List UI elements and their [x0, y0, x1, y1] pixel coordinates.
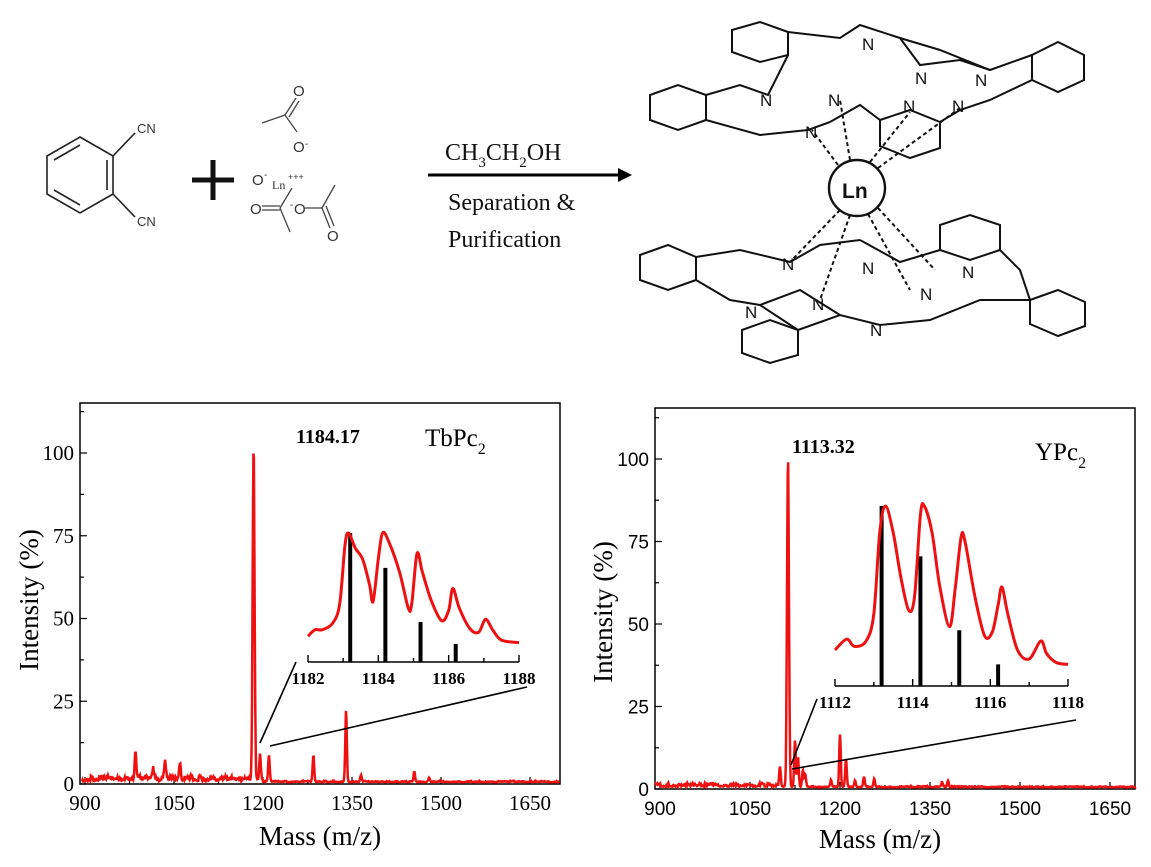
x-tick-label: 1200: [242, 791, 284, 815]
reaction-scheme: [46, 97, 632, 233]
zoom-callout-line: [259, 661, 297, 744]
spectrum-line: [654, 462, 1137, 791]
nitrogen-label: N: [812, 295, 824, 314]
metal-label: Ln: [842, 180, 868, 203]
solvent-label: CH3CH2OH: [445, 140, 561, 171]
nitrogen-label: N: [962, 263, 974, 282]
nitrogen-label: N: [862, 35, 874, 54]
y-tick-label: 50: [53, 607, 74, 631]
y-tick-label: 75: [628, 533, 649, 554]
oxygen-label: O: [293, 139, 305, 156]
nitrogen-label: N: [862, 259, 874, 278]
axis-ticks: [80, 411, 531, 785]
nitrogen-label: N: [952, 97, 964, 116]
nitrogen-label: N: [915, 69, 927, 88]
charge-label: +++: [288, 172, 304, 182]
nitrogen-label: N: [745, 303, 757, 322]
inset-tick-label: 1116: [974, 693, 1006, 712]
peak-label: 1184.17: [296, 426, 360, 448]
phthalonitrile-structure: [46, 132, 136, 218]
zoom-callout-line: [791, 719, 1077, 770]
zoom-callout-line: [790, 698, 818, 766]
x-axis-title: Mass (m/z): [259, 821, 381, 851]
y-tick-label: 0: [64, 772, 75, 796]
minus-label: -: [290, 200, 293, 211]
x-tick-label: 900: [644, 799, 676, 820]
tbpc2-mass-spectrum: 900 1050 1200 1350 1500 1650 0 25 50 75 100 1184.…: [14, 402, 561, 851]
x-tick-label: 1350: [331, 791, 373, 815]
upper-pc-ring: [649, 20, 1085, 160]
experimental-isotope-curve: [833, 502, 1069, 666]
x-tick-label: 1650: [1089, 799, 1131, 820]
coordination-bonds: [789, 99, 961, 301]
minus-label: -: [264, 170, 267, 181]
cn-label: CN: [137, 121, 156, 136]
x-tick-label: 1500: [999, 799, 1041, 820]
inset-tick-label: 1112: [819, 693, 851, 712]
peak-label: 1113.32: [792, 436, 855, 458]
zoom-callout-line: [269, 686, 528, 747]
nitrogen-label: N: [805, 123, 817, 142]
x-tick-label: 1500: [420, 791, 462, 815]
separation-label: Separation &: [448, 190, 576, 216]
minus-label: -: [305, 139, 308, 150]
x-tick-label: 1200: [819, 799, 861, 820]
cn-label: CN: [137, 214, 156, 229]
compound-label: TbPc2: [425, 425, 486, 458]
plot-frame: [654, 407, 1136, 790]
inset-tick-label: 1182: [291, 669, 324, 688]
x-tick-label: 900: [69, 791, 101, 815]
reaction-arrow-head: [618, 168, 632, 182]
purification-label: Purification: [448, 227, 561, 253]
inset-tick-label: 1114: [897, 693, 930, 712]
oxygen-label: O: [293, 83, 305, 100]
x-tick-label: 1350: [909, 799, 951, 820]
x-tick-labels: 900 1050 1200 1350 1500 1650: [644, 799, 1131, 820]
y-tick-label: 25: [53, 689, 74, 713]
y-axis-title: Intensity (%): [14, 529, 44, 671]
nitrogen-label: N: [975, 71, 987, 90]
inset-tick-label: 1188: [502, 669, 535, 688]
inset-tick-label: 1118: [1052, 693, 1084, 712]
y-tick-label: 100: [617, 450, 649, 471]
lower-pc-ring: [639, 213, 1086, 365]
double-decker-phthalocyanine: [639, 20, 1086, 365]
inset-tick-label: 1186: [432, 669, 465, 688]
isotope-inset: 1112 1114 1116 1118: [819, 502, 1084, 712]
plot-frame: [79, 402, 561, 785]
ypc2-mass-spectrum: 900 1050 1200 1350 1500 1650 0 25 50 75 100 1113.…: [588, 407, 1137, 854]
y-axis-title: Intensity (%): [588, 541, 618, 683]
nitrogen-label: N: [782, 255, 794, 274]
ln-label: Ln: [272, 178, 285, 192]
x-tick-label: 1050: [153, 791, 195, 815]
oxygen-label: O: [250, 201, 262, 218]
spectrum-line: [80, 453, 560, 785]
y-tick-labels: 0 25 50 75 100: [617, 450, 649, 801]
x-tick-label: 1050: [729, 799, 771, 820]
oxygen-label: O: [252, 172, 264, 189]
nitrogen-label: N: [870, 321, 882, 340]
y-tick-label: 100: [43, 441, 75, 465]
y-tick-label: 25: [628, 698, 649, 719]
nitrogen-label: N: [920, 285, 932, 304]
y-tick-label: 0: [638, 780, 649, 801]
y-tick-labels: 0 25 50 75 100: [43, 441, 75, 796]
nitrogen-label: N: [828, 91, 840, 110]
compound-label: YPc2: [1035, 439, 1086, 472]
inset-tick-label: 1184: [362, 669, 396, 688]
oxygen-label: O: [327, 228, 339, 245]
x-tick-labels: 900 1050 1200 1350 1500 1650: [69, 791, 551, 815]
x-tick-label: 1650: [509, 791, 551, 815]
x-axis-title: Mass (m/z): [819, 824, 941, 854]
y-tick-label: 50: [628, 615, 649, 636]
metal-center-circle: [827, 158, 887, 218]
nitrogen-label: N: [903, 97, 915, 116]
lanthanide-acetate-structure: [261, 97, 336, 233]
nitrogen-label: N: [760, 91, 772, 110]
oxygen-label: O: [294, 201, 306, 218]
y-tick-label: 75: [53, 524, 74, 548]
experimental-isotope-curve: [306, 530, 520, 645]
isotope-inset: 1182 1184 1186 1188: [291, 530, 536, 688]
